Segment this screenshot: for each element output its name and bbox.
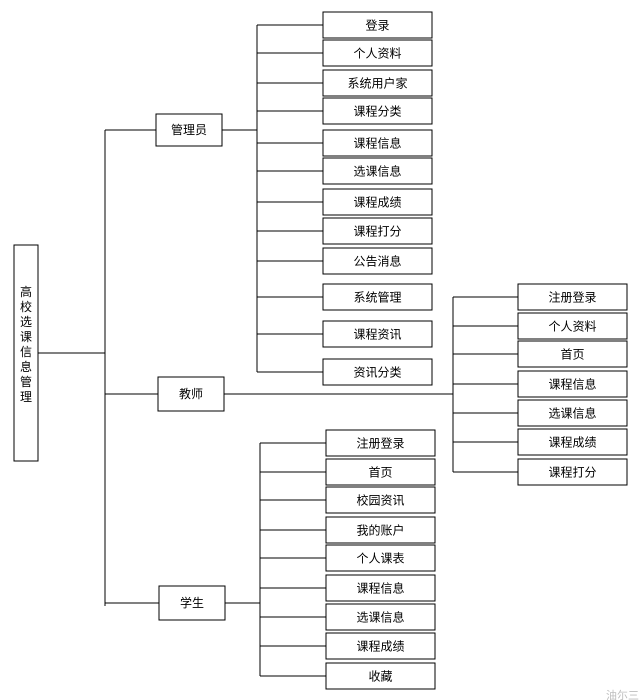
- branch-label-admin: 管理员: [171, 122, 207, 137]
- leaf-node: 课程信息: [322, 129, 433, 157]
- leaf-node: 系统管理: [322, 283, 433, 311]
- leaf-label: 课程成绩: [548, 435, 596, 450]
- leaf-label: 课程信息: [548, 377, 596, 392]
- leaf-label: 个人资料: [353, 47, 401, 61]
- leaf-label: 选课信息: [356, 610, 404, 625]
- connector-lines: [38, 24, 518, 677]
- root-node: 高校选课信息管理: [13, 244, 39, 462]
- leaf-node: 课程信息: [517, 370, 628, 398]
- leaf-node: 系统用户家: [322, 69, 433, 97]
- leaf-node: 课程成绩: [517, 428, 628, 456]
- leaf-node: 登录: [322, 11, 433, 39]
- admin-leaf-nodes: 登录个人资料系统用户家课程分类课程信息选课信息课程成绩课程打分公告消息系统管理课…: [322, 11, 433, 386]
- leaf-label: 注册登录: [548, 290, 596, 305]
- leaf-node: 资讯分类: [322, 358, 433, 386]
- leaf-node: 选课信息: [322, 157, 433, 185]
- leaf-label: 课程打分: [548, 465, 596, 480]
- leaf-node: 注册登录: [325, 429, 436, 457]
- leaf-node: 课程成绩: [322, 188, 433, 216]
- leaf-node: 课程分类: [322, 97, 433, 125]
- leaf-label: 登录: [365, 18, 389, 33]
- branch-label-student: 学生: [180, 595, 204, 610]
- branch-student: 学生: [158, 585, 226, 621]
- leaf-node: 课程资讯: [322, 320, 433, 348]
- leaf-node: 课程打分: [517, 458, 628, 486]
- root-label: 高校选课信息管理: [20, 284, 32, 404]
- leaf-label: 课程成绩: [353, 195, 401, 210]
- branch-teacher: 教师: [157, 376, 225, 412]
- leaf-node: 个人资料: [322, 39, 433, 67]
- leaf-label: 个人资料: [548, 320, 596, 334]
- branch-admin: 管理员: [155, 113, 223, 147]
- leaf-node: 首页: [517, 340, 628, 368]
- leaf-label: 校园资讯: [356, 493, 404, 508]
- watermark: 油尓三: [606, 688, 639, 700]
- leaf-label: 选课信息: [353, 164, 401, 179]
- leaf-label: 课程打分: [353, 224, 401, 239]
- leaf-node: 我的账户: [325, 516, 436, 544]
- leaf-label: 首页: [560, 348, 584, 362]
- leaf-label: 课程成绩: [356, 639, 404, 654]
- leaf-node: 收藏: [325, 662, 436, 690]
- leaf-label: 首页: [368, 466, 392, 480]
- leaf-node: 课程打分: [322, 217, 433, 245]
- leaf-node: 个人资料: [517, 312, 628, 340]
- branch-label-teacher: 教师: [179, 386, 203, 401]
- leaf-label: 收藏: [368, 670, 392, 684]
- leaf-node: 课程信息: [325, 574, 436, 602]
- leaf-label: 注册登录: [356, 436, 404, 451]
- leaf-node: 课程成绩: [325, 632, 436, 660]
- leaf-label: 系统管理: [353, 290, 401, 305]
- leaf-label: 选课信息: [548, 406, 596, 421]
- leaf-node: 注册登录: [517, 283, 628, 311]
- leaf-node: 个人课表: [325, 544, 436, 572]
- leaf-label: 个人课表: [356, 552, 404, 566]
- leaf-label: 课程资讯: [353, 327, 401, 342]
- leaf-label: 我的账户: [356, 523, 404, 538]
- leaf-label: 课程分类: [353, 104, 401, 119]
- leaf-label: 课程信息: [356, 581, 404, 596]
- leaf-node: 选课信息: [517, 399, 628, 427]
- leaf-label: 公告消息: [353, 254, 401, 269]
- leaf-node: 公告消息: [322, 247, 433, 275]
- leaf-node: 校园资讯: [325, 486, 436, 514]
- leaf-label: 资讯分类: [353, 366, 401, 380]
- leaf-node: 首页: [325, 458, 436, 486]
- leaf-label: 系统用户家: [347, 76, 407, 91]
- leaf-label: 课程信息: [353, 136, 401, 151]
- leaf-node: 选课信息: [325, 603, 436, 631]
